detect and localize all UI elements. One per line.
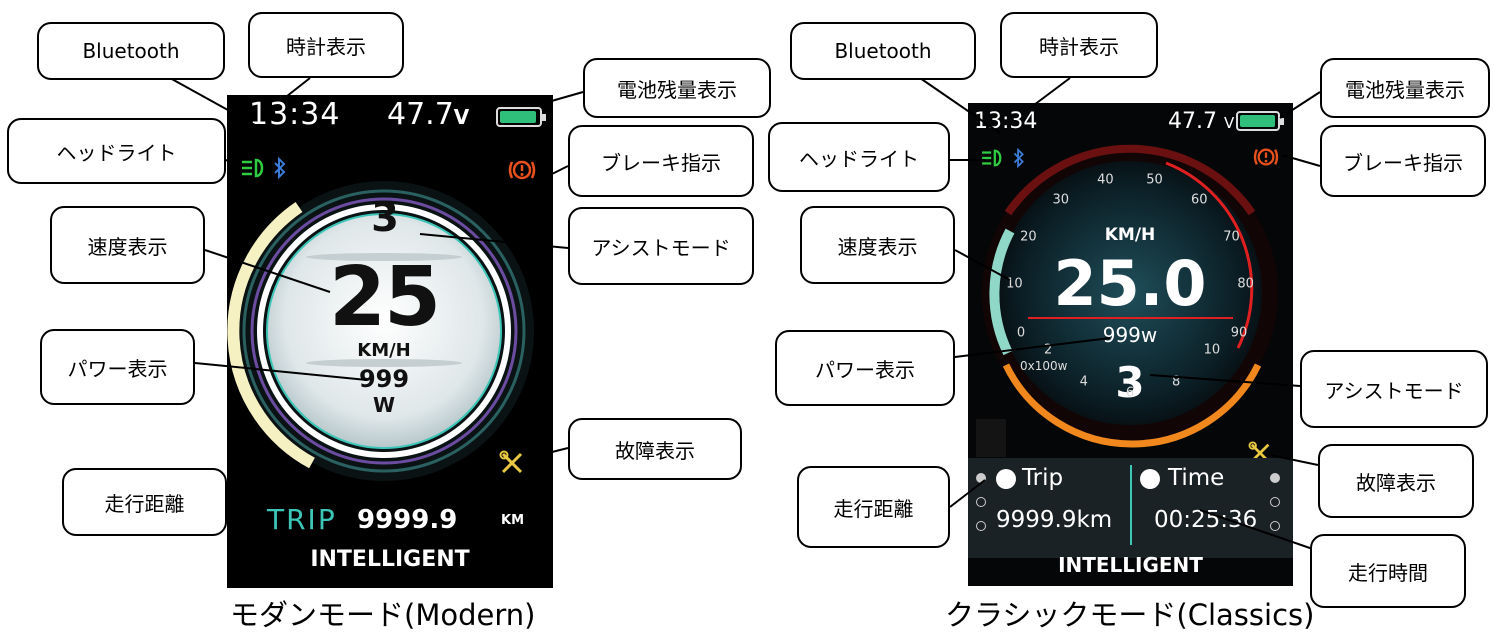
caption-classic: クラシックモード(Classics) xyxy=(945,598,1315,632)
speed-tick-label: 20 xyxy=(1020,229,1037,245)
brand-label: INTELLIGENT xyxy=(310,547,470,572)
clock-icon xyxy=(1140,469,1160,489)
trip-value: 9999.9km xyxy=(996,507,1113,533)
callout-fault: 故障表示 xyxy=(568,418,742,480)
speed-value: 25 xyxy=(328,250,441,345)
power-tick-label: 2 xyxy=(1043,342,1053,358)
fault-wrench-icon xyxy=(499,450,523,474)
bluetooth-icon xyxy=(274,157,286,179)
callout-trip: 走行距離 xyxy=(62,468,227,536)
speed-tick-label: 40 xyxy=(1097,172,1114,188)
voltage-unit: V xyxy=(1223,114,1235,132)
callout-assist-mode: アシストモード xyxy=(568,207,754,285)
classic-gauge xyxy=(982,144,1278,448)
battery-icon xyxy=(496,107,546,127)
callout-speed: 速度表示 xyxy=(800,206,955,284)
headlight-icon xyxy=(982,149,1002,167)
voltage-unit: V xyxy=(453,105,470,129)
trip-label: TRIP xyxy=(267,503,337,536)
page-dots-left xyxy=(976,473,986,531)
power-tick-label: 4 xyxy=(1079,374,1088,390)
battery-icon xyxy=(1236,111,1284,131)
callout-battery: 電池残量表示 xyxy=(1320,58,1490,118)
bluetooth-icon xyxy=(1013,148,1024,168)
callout-power: パワー表示 xyxy=(40,329,195,405)
brake-indicator-icon xyxy=(1253,148,1279,166)
power-tick-label: 6 xyxy=(1125,385,1135,401)
voltage-readout: 47.7 V xyxy=(1168,109,1234,134)
speed-tick-label: 90 xyxy=(1230,325,1248,341)
trip-label: Trip xyxy=(1022,465,1064,491)
time-label: Time xyxy=(1168,465,1225,491)
classic-mode-display: 13:34 47.7 V xyxy=(968,103,1293,586)
power-unit: W xyxy=(372,393,396,417)
callout-battery: 電池残量表示 xyxy=(583,58,771,118)
speed-tick-label: 60 xyxy=(1190,192,1208,208)
speed-tick-label: 30 xyxy=(1052,192,1069,208)
brand-label: INTELLIGENT xyxy=(1058,553,1203,577)
speed-tick-label: 50 xyxy=(1146,172,1163,188)
power-value: 999w xyxy=(1102,323,1158,347)
callout-bluetooth: Bluetooth xyxy=(37,22,225,80)
callout-fault: 故障表示 xyxy=(1318,444,1474,518)
panel-divider xyxy=(1130,465,1132,545)
assist-level: 3 xyxy=(1115,358,1145,407)
callout-clock: 時計表示 xyxy=(1000,12,1158,78)
callout-speed: 速度表示 xyxy=(50,206,205,284)
speed-value: 25.0 xyxy=(1053,247,1207,320)
speed-tick-label: 70 xyxy=(1223,229,1240,245)
trip-pin-icon xyxy=(996,469,1016,489)
callout-headlight: ヘッドライト xyxy=(768,122,950,192)
callout-headlight: ヘッドライト xyxy=(7,118,226,184)
time-value: 00:25:36 xyxy=(1154,507,1258,533)
callout-assist-mode: アシストモード xyxy=(1300,350,1488,428)
speed-unit: KM/H xyxy=(1104,225,1156,245)
trip-unit: KM xyxy=(501,513,525,528)
caption-modern: モダンモード(Modern) xyxy=(230,598,536,632)
brake-indicator-icon xyxy=(508,160,536,180)
power-tick-label: 8 xyxy=(1172,374,1181,390)
power-tick-label: 10 xyxy=(1203,342,1221,358)
clock-readout: 13:34 xyxy=(249,97,341,132)
callout-clock: 時計表示 xyxy=(248,12,404,78)
blank-indicator xyxy=(976,419,1006,457)
voltage-value: 47.7 xyxy=(1168,109,1217,134)
voltage-readout: 47.7V xyxy=(387,97,469,132)
callout-bluetooth: Bluetooth xyxy=(790,22,976,80)
speed-unit: KM/H xyxy=(357,340,411,361)
power-scale-label: 0x100w xyxy=(1020,359,1068,373)
page-dots-right xyxy=(1270,473,1280,531)
headlight-icon xyxy=(242,158,264,178)
voltage-value: 47.7 xyxy=(387,97,454,132)
power-value: 999 xyxy=(358,365,410,393)
callout-brake: ブレーキ指示 xyxy=(1320,125,1486,197)
speed-tick-label: 0 xyxy=(1016,325,1026,341)
callout-power: パワー表示 xyxy=(775,330,955,406)
assist-level: 3 xyxy=(371,195,399,241)
speed-tick-label: 10 xyxy=(1006,276,1023,292)
trip-value: 9999.9 xyxy=(357,505,458,535)
speed-tick-label: 80 xyxy=(1237,276,1254,292)
callout-ride-time: 走行時間 xyxy=(1310,534,1466,608)
modern-mode-display: 13:34 47.7V xyxy=(227,95,553,588)
callout-trip: 走行距離 xyxy=(797,466,950,548)
callout-brake: ブレーキ指示 xyxy=(568,125,754,197)
